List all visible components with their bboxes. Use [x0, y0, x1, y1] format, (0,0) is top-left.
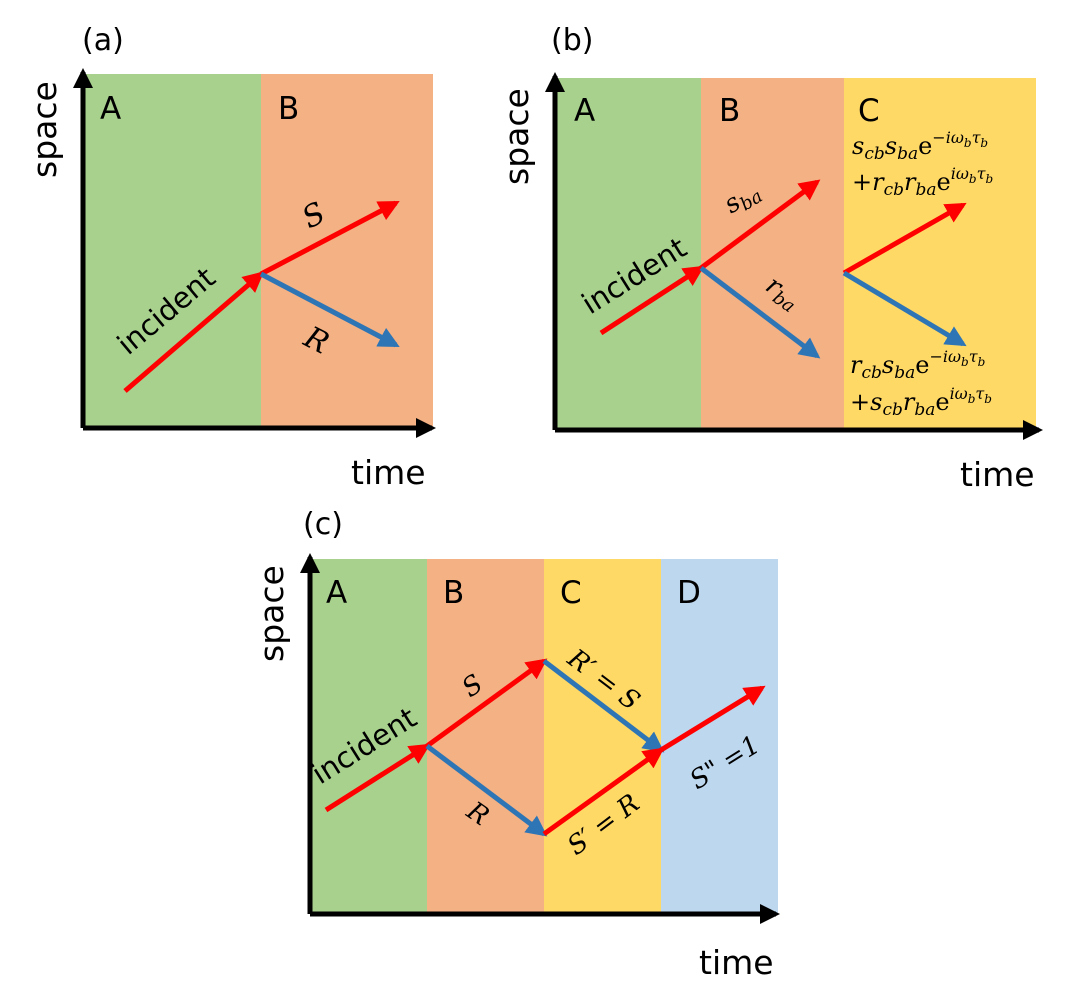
incident-arrow: [123, 271, 265, 393]
region-a-letter: A: [100, 91, 121, 127]
region-b-letter: B: [278, 91, 299, 127]
panel-b: (b) A B C incident sba rba scbsbae−iωbτb…: [497, 23, 1043, 494]
s-double-prime-arrow: [659, 685, 766, 753]
reflected-arrow: [699, 266, 821, 359]
transmitted-out-arrow: [842, 202, 967, 276]
region-a: [83, 74, 261, 428]
region-c-letter: C: [858, 93, 880, 129]
region-b-letter: B: [443, 575, 464, 611]
region-a-letter: A: [574, 93, 595, 129]
reflected-arrow: [259, 271, 400, 348]
panel-c-label: (c): [303, 507, 343, 542]
transmitted-arrow: [259, 200, 400, 277]
region-a: [310, 559, 427, 914]
time-axis-label: time: [699, 943, 774, 982]
s-prime-arrow: [542, 747, 665, 837]
panel-c: (c) A B C D incident S R R′ = S S′ = R S…: [252, 507, 780, 982]
svg-text:+rcbrbaeiωbτb: +rcbrbaeiωbτb: [852, 164, 993, 200]
region-a: [555, 78, 701, 430]
reflected-out-arrow: [842, 270, 967, 347]
r-prime-arrow: [542, 659, 665, 753]
panel-a: (a) A B incident S R space time: [25, 23, 436, 492]
time-axis-label: time: [351, 453, 426, 492]
incident-arrow: [599, 265, 705, 336]
space-axis-label: space: [497, 88, 536, 185]
panel-a-label: (a): [82, 23, 124, 58]
space-axis-label: space: [25, 81, 64, 178]
region-c-letter: C: [560, 575, 582, 611]
upper-expression: scbsbae−iωbτb +rcbrbaeiωbτb: [852, 128, 993, 200]
lower-expression: rcbsbae−iωbτb +scbrbaeiωbτb: [850, 347, 992, 420]
region-b-letter: B: [719, 93, 740, 129]
svg-text:+scbrbaeiωbτb: +scbrbaeiωbτb: [850, 384, 992, 420]
region-d-letter: D: [677, 575, 701, 611]
panel-b-label: (b): [551, 23, 593, 58]
time-axis-label: time: [960, 455, 1035, 494]
region-a-letter: A: [326, 575, 347, 611]
region-b: [261, 74, 433, 428]
s-arrow: [425, 658, 548, 749]
svg-text:rcbsbae−iωbτb: rcbsbae−iωbτb: [850, 347, 985, 383]
incident-arrow: [324, 743, 431, 813]
transmitted-arrow: [699, 179, 821, 271]
r-arrow: [425, 744, 548, 837]
space-axis-label: space: [252, 565, 291, 662]
svg-text:scbsbae−iωbτb: scbsbae−iωbτb: [852, 128, 988, 164]
region-b: [427, 559, 544, 914]
region-b: [701, 78, 844, 430]
